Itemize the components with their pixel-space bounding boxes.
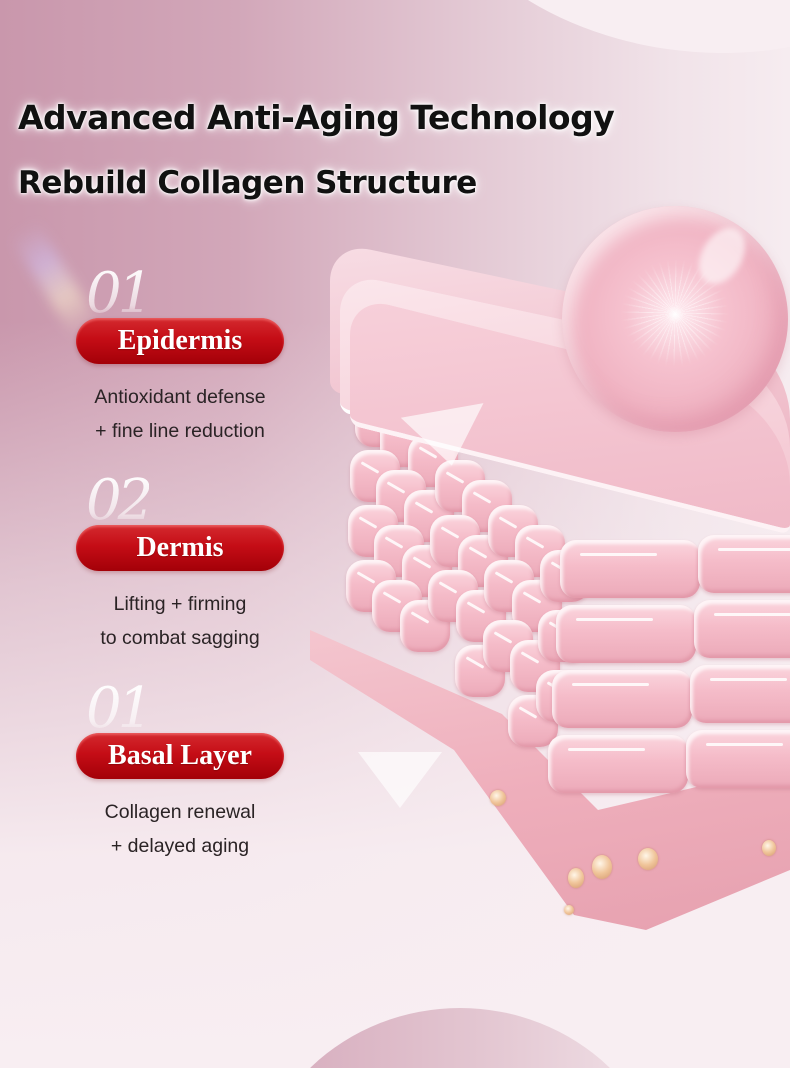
collagen-capsule xyxy=(698,535,790,593)
description-line: + fine line reduction xyxy=(95,420,265,442)
collagen-sphere-icon xyxy=(562,206,788,432)
layer-title-badge: Dermis xyxy=(76,525,284,571)
collagen-illustration xyxy=(300,200,790,960)
down-arrow-icon xyxy=(358,752,442,808)
description-line: Antioxidant defense xyxy=(94,386,266,408)
layer-title-badge: Basal Layer xyxy=(76,733,284,779)
particle xyxy=(592,855,612,879)
collagen-capsule xyxy=(560,540,700,598)
layer-epidermis: 01 Epidermis Antioxidant defense + fine … xyxy=(76,266,284,448)
particle xyxy=(490,790,506,806)
description-line: Lifting + firming xyxy=(113,593,247,615)
collagen-capsule xyxy=(690,665,790,723)
layer-description: Collagen renewal + delayed aging xyxy=(76,795,284,863)
layer-number: 01 xyxy=(86,676,153,741)
layer-basal: 01 Basal Layer Collagen renewal + delaye… xyxy=(76,681,284,863)
description-line: Collagen renewal xyxy=(104,801,256,823)
layer-title: Dermis xyxy=(136,532,224,563)
headline-primary: Advanced Anti-Aging Technology xyxy=(18,98,615,137)
layer-number: 01 xyxy=(86,261,153,326)
collagen-capsule xyxy=(552,670,692,728)
layer-description: Antioxidant defense + fine line reductio… xyxy=(76,380,284,448)
layer-number: 02 xyxy=(86,468,153,533)
layer-title-badge: Epidermis xyxy=(76,318,284,364)
headline-secondary: Rebuild Collagen Structure xyxy=(18,165,477,201)
collagen-capsule xyxy=(686,730,790,788)
collagen-capsule xyxy=(556,605,696,663)
particle xyxy=(568,868,584,888)
particle xyxy=(564,905,574,915)
description-line: + delayed aging xyxy=(110,835,250,857)
layer-description: Lifting + firming to combat sagging xyxy=(76,587,284,655)
layer-title: Epidermis xyxy=(117,325,243,356)
collagen-capsule xyxy=(548,735,688,793)
layer-dermis: 02 Dermis Lifting + firming to combat sa… xyxy=(76,473,284,655)
particle xyxy=(762,840,776,856)
particle xyxy=(638,848,658,870)
collagen-capsule xyxy=(694,600,790,658)
layer-title: Basal Layer xyxy=(108,740,252,771)
description-line: to combat sagging xyxy=(100,627,260,649)
